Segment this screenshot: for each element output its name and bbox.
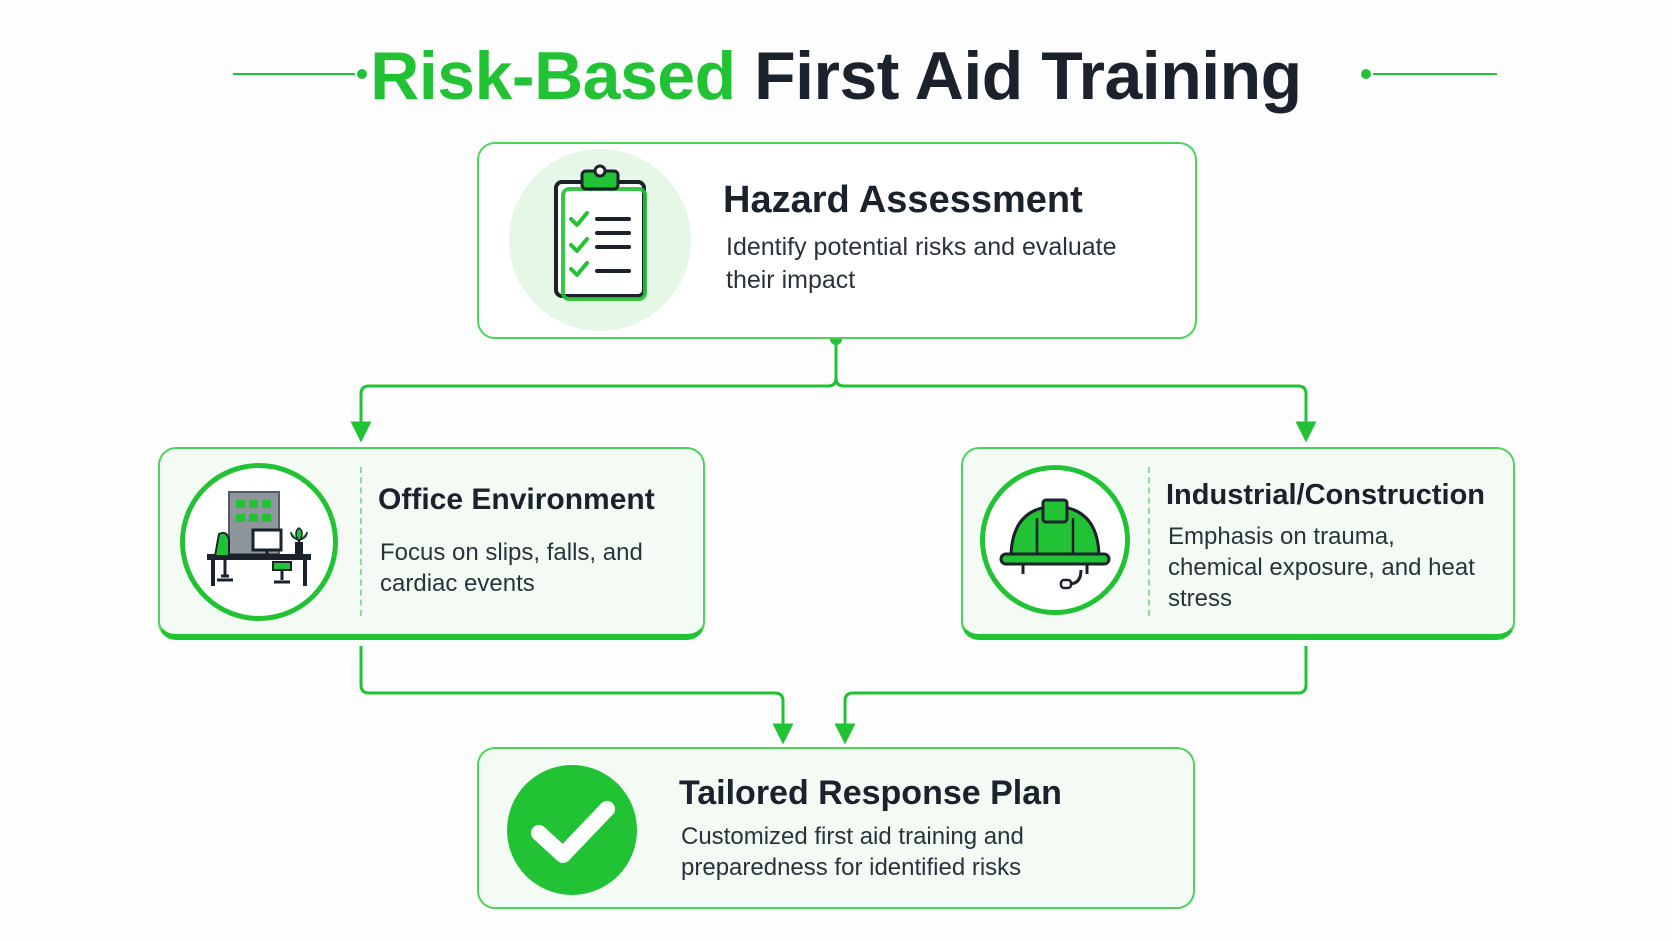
industrial-construction-title: Industrial/Construction — [1166, 479, 1485, 511]
title-row: Risk-Based First Aid Training — [0, 20, 1672, 120]
title-accent: Risk-Based — [370, 38, 736, 114]
clipboard-checklist-icon — [509, 149, 691, 331]
connector-hazard-to-industrial — [834, 377, 1317, 443]
title-decoration — [233, 69, 1497, 79]
connector-hazard-to-office — [350, 339, 838, 443]
office-environment-description: Focus on slips, falls, and cardiac event… — [380, 539, 643, 598]
connector-industrial-to-plan — [834, 646, 1308, 745]
title-rest: First Aid Training — [754, 38, 1302, 114]
industrial-construction-description: Emphasis on trauma, chemical exposure, a… — [1168, 523, 1475, 613]
office-environment-title: Office Environment — [378, 483, 655, 516]
title-left-dot — [357, 69, 367, 79]
hard-hat-icon — [980, 465, 1130, 615]
industrial-divider — [1148, 467, 1150, 616]
tailored-response-plan-card: Tailored Response Plan Customized first … — [477, 747, 1195, 909]
office-desk-icon — [180, 463, 338, 621]
tailored-response-plan-description: Customized first aid training and prepar… — [681, 823, 1024, 882]
office-divider — [360, 467, 362, 616]
tailored-response-plan-title: Tailored Response Plan — [679, 774, 1062, 812]
title-right-dot — [1361, 69, 1371, 79]
page-title: Risk-Based First Aid Training — [0, 42, 1672, 110]
hazard-assessment-title: Hazard Assessment — [723, 179, 1083, 221]
industrial-construction-card: Industrial/Construction Emphasis on trau… — [961, 447, 1515, 640]
hazard-assessment-description: Identify potential risks and evaluate th… — [726, 233, 1117, 294]
checkmark-icon — [507, 765, 637, 895]
office-environment-card: Office Environment Focus on slips, falls… — [158, 447, 705, 640]
connector-office-to-plan — [359, 646, 794, 745]
hazard-assessment-card: Hazard Assessment Identify potential ris… — [477, 142, 1197, 339]
